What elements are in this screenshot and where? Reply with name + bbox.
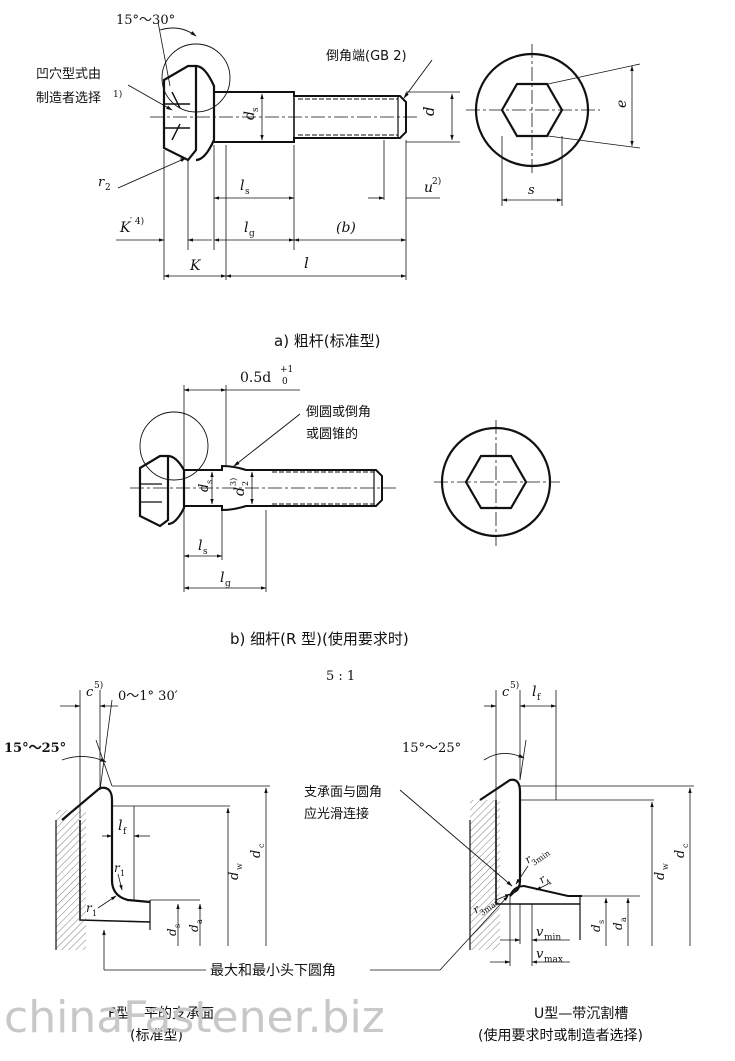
- recess-note-line1: 凹穴型式由: [36, 67, 101, 82]
- svg-text:′ 4): ′ 4): [130, 216, 144, 227]
- detail-f: [55, 690, 270, 970]
- svg-text:s: s: [245, 187, 250, 197]
- f-ds-label: d: [165, 928, 179, 936]
- f-dw-label: d: [227, 872, 242, 880]
- view-a-end-view: [466, 44, 641, 206]
- svg-text:w: w: [235, 863, 244, 870]
- svg-text:s: s: [597, 920, 606, 924]
- view-b-end-view: [434, 420, 560, 546]
- f-angle-label: 15°～25°: [4, 741, 66, 756]
- f-caption-line1: F型—平的支承面: [108, 1006, 214, 1022]
- chamfer-end-label: 倒角端(GB 2): [326, 49, 407, 64]
- svg-text:f: f: [537, 693, 541, 703]
- f-r1-upper-label: r: [114, 861, 121, 875]
- l-label: l: [304, 254, 309, 272]
- u-ds-label: d: [589, 924, 603, 932]
- view-a-bolt: [116, 21, 460, 280]
- svg-text:3min: 3min: [530, 849, 552, 868]
- scale-label: 5 : 1: [326, 669, 355, 684]
- u-vmax-label: v: [536, 947, 544, 962]
- u-note-line2: 应光滑连接: [304, 806, 369, 822]
- f-dc-label: d: [249, 850, 264, 858]
- svg-text:a: a: [619, 917, 628, 922]
- svg-text:g: g: [225, 579, 231, 589]
- r2-label: r: [98, 175, 105, 190]
- view-b-ds-label: d: [197, 484, 212, 492]
- svg-text:s: s: [205, 480, 214, 484]
- svg-text:1: 1: [92, 909, 97, 918]
- view-b-d2-label: d: [232, 487, 248, 496]
- view-a-d-label: d: [420, 106, 438, 116]
- view-a-flange: [195, 64, 216, 162]
- u-da-label: d: [611, 922, 625, 930]
- svg-text:c: c: [681, 843, 690, 848]
- svg-text:5): 5): [510, 680, 519, 691]
- svg-text:s: s: [173, 924, 182, 928]
- u-lf-label: l: [532, 684, 536, 700]
- svg-text:2): 2): [432, 176, 441, 187]
- recess-note-footnote: 1): [113, 89, 122, 100]
- u-c-label: c: [502, 685, 510, 700]
- f-caption-line2: (标准型): [130, 1028, 183, 1044]
- view-a-ds-label: d: [242, 111, 258, 120]
- view-b-ls-label: l: [198, 538, 202, 554]
- f-r1-lower-label: r: [86, 901, 93, 915]
- svg-text:a: a: [195, 919, 204, 924]
- watermark: chinaFastener.biz: [4, 992, 385, 1043]
- f-angle-small-label: 0～1° 30′: [118, 689, 178, 704]
- u-note-line1: 支承面与圆角: [304, 785, 382, 800]
- view-a-angle-label: 15°～30°: [116, 13, 175, 28]
- svg-text:0: 0: [282, 377, 288, 387]
- caption-a: a) 粗杆(标准型): [274, 332, 381, 350]
- svg-text:3): 3): [229, 478, 238, 486]
- svg-text:max: max: [544, 955, 563, 965]
- u-angle-label: 15°～25°: [402, 741, 461, 756]
- u-caption-line2: (使用要求时或制造者选择): [478, 1027, 643, 1044]
- fillet-label: 最大和最小头下圆角: [210, 963, 336, 979]
- f-da-label: d: [187, 924, 201, 932]
- svg-text:s: s: [203, 547, 208, 557]
- svg-text:4: 4: [544, 877, 553, 887]
- u-caption-line1: U型—带沉割槽: [534, 1005, 628, 1022]
- fillet-label-leader: [104, 895, 509, 971]
- f-c-label: c: [86, 685, 94, 700]
- view-b-dim-top-label: 0.5d: [240, 370, 271, 386]
- svg-text:f: f: [123, 827, 127, 837]
- svg-text:s: s: [251, 107, 261, 112]
- view-a-lg-label: l: [244, 220, 248, 236]
- fillet-note-line2: 或圆锥的: [306, 426, 358, 442]
- u-label: u: [424, 180, 433, 196]
- u-dw-label: d: [653, 872, 668, 880]
- caption-b: b) 细杆(R 型)(使用要求时): [230, 630, 409, 648]
- f-lf-label: l: [118, 818, 122, 834]
- view-b-bolt: [130, 385, 396, 592]
- recess-note-line2: 制造者选择: [36, 91, 101, 106]
- K-label: K: [189, 258, 202, 274]
- view-a-head: [162, 64, 198, 162]
- svg-text:2: 2: [241, 481, 250, 486]
- svg-text:c: c: [257, 843, 266, 848]
- view-a-ls-label: l: [240, 178, 244, 194]
- view-b-lg-label: l: [220, 570, 224, 586]
- svg-text:w: w: [661, 863, 670, 870]
- b-label: (b): [336, 220, 356, 236]
- fillet-note-line1: 倒圆或倒角: [306, 405, 371, 420]
- svg-text:5): 5): [94, 680, 103, 691]
- u-dc-label: d: [673, 850, 688, 858]
- svg-text:2: 2: [105, 183, 111, 193]
- svg-text:+1: +1: [280, 365, 293, 375]
- svg-text:g: g: [249, 229, 255, 239]
- end-view-s-label: s: [528, 183, 535, 198]
- u-vmin-label: v: [536, 925, 544, 940]
- svg-text:1: 1: [120, 869, 125, 878]
- svg-text:min: min: [544, 933, 561, 943]
- detail-u: [399, 690, 694, 966]
- end-view-e-label: e: [614, 100, 630, 108]
- k-prime-label: K: [119, 220, 132, 236]
